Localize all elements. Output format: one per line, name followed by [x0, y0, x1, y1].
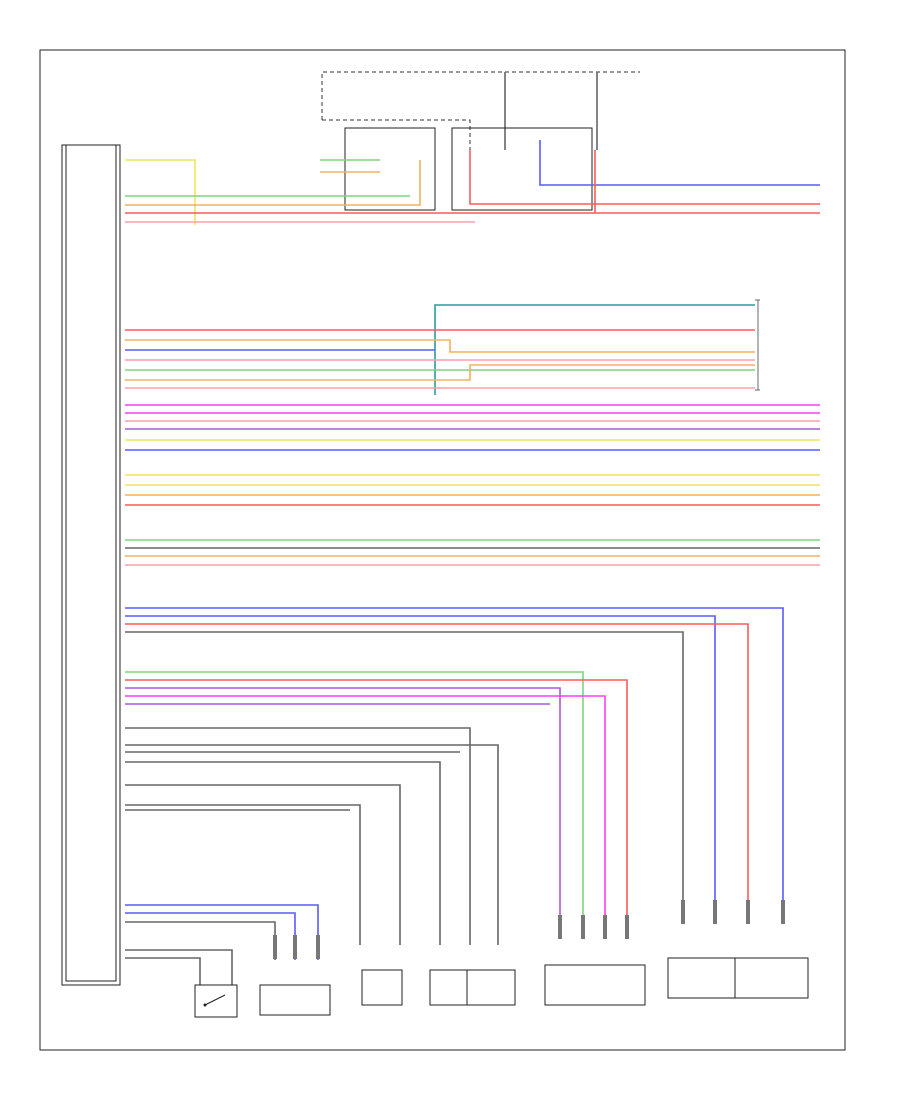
wire-lon-2 — [125, 679, 628, 915]
hall-plug-0 — [273, 935, 277, 959]
diagram-frame — [39, 49, 846, 1051]
wire-sw-3 — [125, 339, 755, 353]
wire-mot-2 — [125, 744, 499, 945]
lumbar-plug-2 — [746, 900, 750, 924]
wire-group — [125, 140, 820, 985]
lumbar-plug-3 — [781, 900, 785, 924]
wire-lum-4 — [125, 631, 684, 905]
wire-sw-1 — [434, 304, 755, 395]
lumbar-motor — [667, 957, 809, 999]
longitudinal-plug-3 — [625, 915, 629, 939]
wire-hall-3 — [125, 921, 276, 960]
seat-control-module — [61, 144, 121, 986]
wire-top-3 — [125, 160, 421, 206]
wire-lum-3 — [125, 623, 749, 905]
wire-lon-4 — [125, 695, 606, 915]
backrest-motor — [361, 969, 403, 1006]
wire-mot-4 — [125, 761, 441, 945]
hall-sensor — [259, 984, 331, 1016]
longitudinal-plug-1 — [581, 915, 585, 939]
wire-sw-feed-1 — [125, 949, 233, 985]
seat-adjustment-switch — [755, 299, 760, 391]
hall-plug-1 — [293, 935, 297, 959]
wire-hall-2 — [125, 912, 296, 960]
power-supply-area — [321, 71, 640, 211]
seat-position-switch — [194, 984, 238, 1018]
wire-lum-1 — [125, 607, 784, 905]
bottom-component-row — [194, 957, 809, 1018]
hall-plug-2 — [316, 935, 320, 959]
wire-top-7 — [469, 150, 820, 205]
connector-group — [273, 900, 785, 959]
wire-lon-3 — [125, 687, 561, 915]
wire-sw-feed-2 — [125, 957, 201, 985]
longitudinal-plug-2 — [603, 915, 607, 939]
wire-mot-6 — [125, 804, 361, 945]
height-motor — [429, 969, 516, 1006]
lumbar-plug-0 — [681, 900, 685, 924]
longitudinal-motor — [544, 964, 646, 1006]
wire-lum-2 — [125, 615, 716, 905]
wire-top-6 — [539, 140, 820, 186]
wire-sw-7 — [125, 364, 755, 381]
wire-mot-5 — [125, 784, 401, 945]
wire-lon-1 — [125, 671, 584, 915]
wire-mot-1 — [125, 727, 471, 945]
longitudinal-plug-0 — [558, 915, 562, 939]
lumbar-plug-1 — [713, 900, 717, 924]
wire-top-1 — [125, 159, 196, 225]
